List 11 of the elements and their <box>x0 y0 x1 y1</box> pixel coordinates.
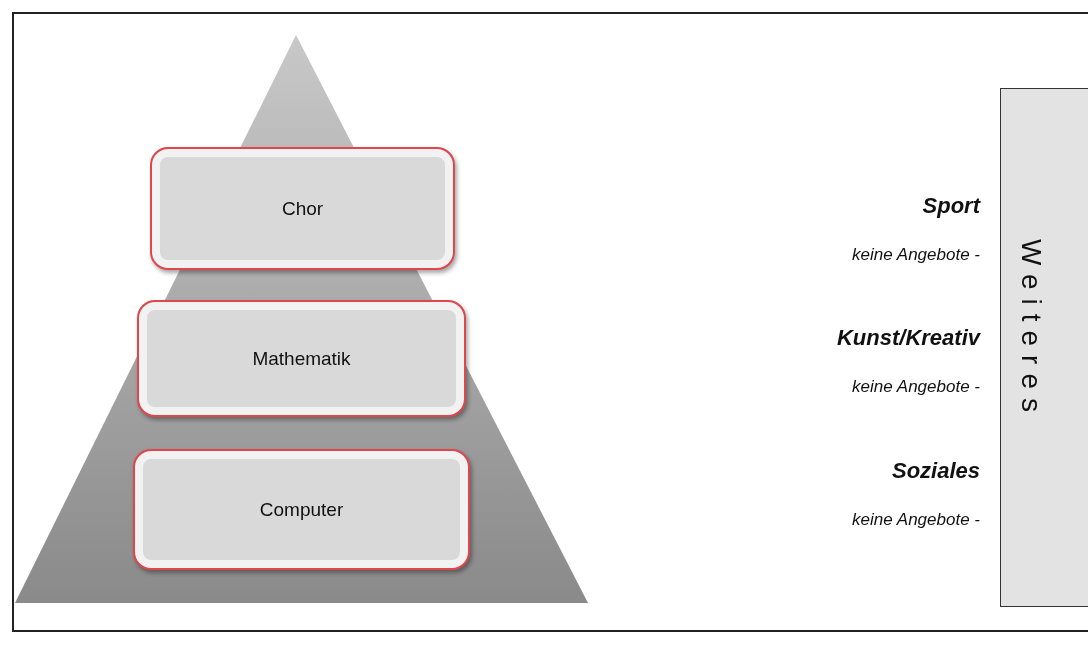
category-note: keine Angebote - <box>852 510 980 530</box>
topic-box: Chor <box>150 147 455 270</box>
category-heading: Kunst/Kreativ <box>836 325 980 351</box>
topic-box: Mathematik <box>137 300 466 417</box>
side-panel <box>1000 88 1088 607</box>
topic-box: Computer <box>133 449 470 570</box>
category-heading: Soziales <box>891 458 980 484</box>
category-heading: Sport <box>922 193 980 219</box>
category-note: keine Angebote - <box>852 377 980 397</box>
category-note: keine Angebote - <box>852 245 980 265</box>
panel-title: Weiteres <box>1015 239 1047 421</box>
